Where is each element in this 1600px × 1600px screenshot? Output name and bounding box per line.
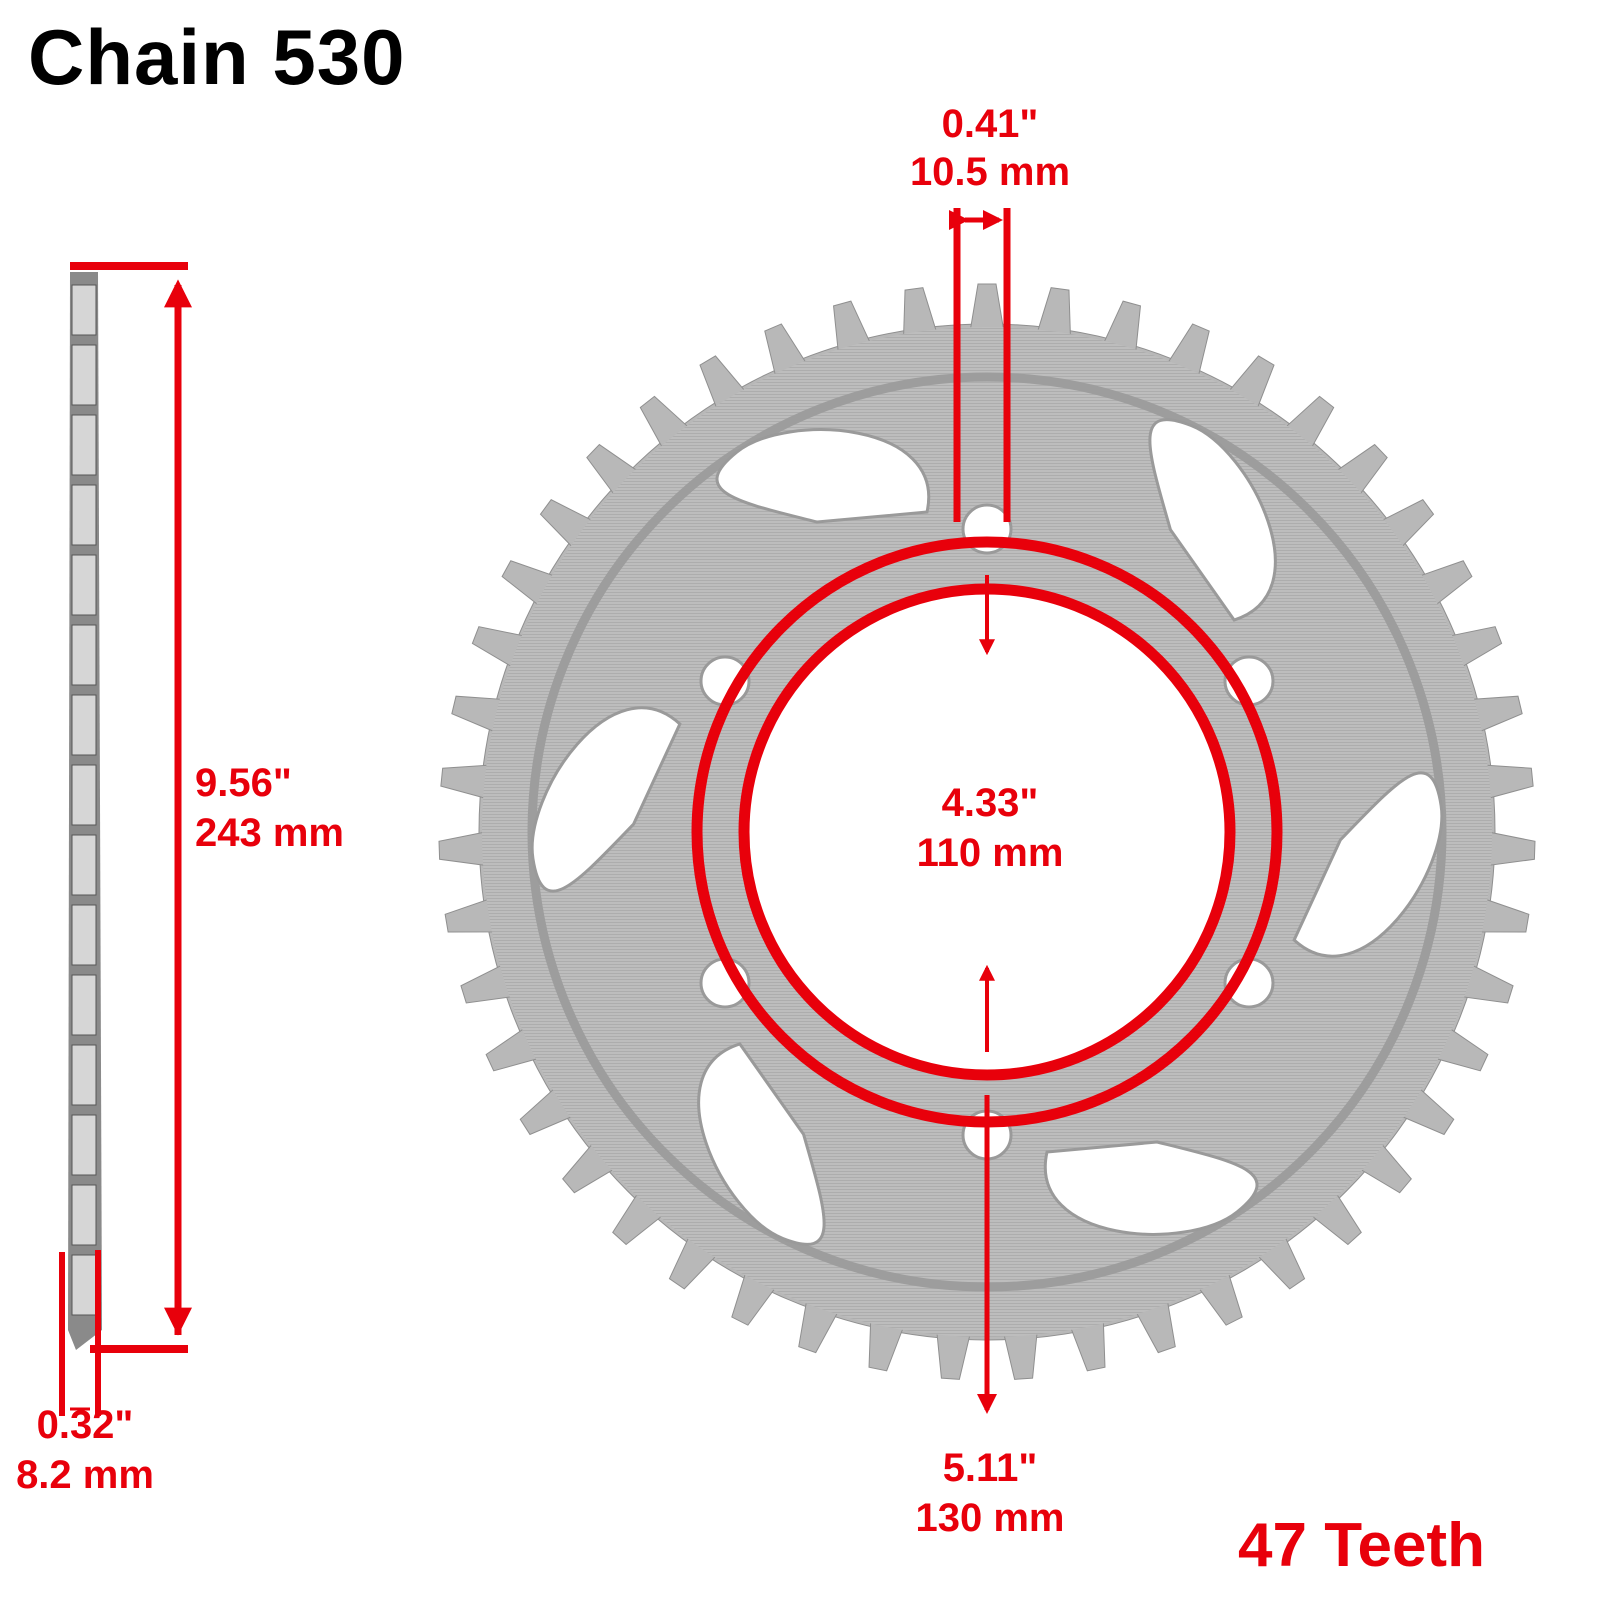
outer-diameter-inches: 9.56"	[195, 761, 292, 805]
inner-diameter-inches: 4.33"	[941, 781, 1039, 825]
tooth-width-inches: 0.41"	[941, 102, 1039, 146]
thickness-inches: 0.32"	[36, 1403, 134, 1447]
dimension-annotations	[59, 208, 1283, 1416]
thickness-mm: 8.2 mm	[16, 1453, 154, 1497]
teeth-count-label: 47 Teeth	[1238, 1511, 1485, 1580]
bolt-circle-inches: 5.11"	[942, 1446, 1038, 1490]
inner-diameter-label: 4.33" 110 mm	[885, 783, 1095, 873]
inner-diameter-mm: 110 mm	[916, 831, 1064, 875]
sprocket-front-view	[438, 283, 1536, 1380]
thickness-label: 0.32" 8.2 mm	[0, 1405, 170, 1495]
tooth-width-label: 0.41" 10.5 mm	[890, 104, 1090, 192]
tooth-width-mm: 10.5 mm	[909, 150, 1071, 194]
lightening-cutouts	[530, 418, 1444, 1246]
outer-diameter-label: 9.56" 243 mm	[195, 763, 395, 853]
sprocket-side-view	[68, 272, 102, 1350]
bolt-circle-mm: 130 mm	[915, 1496, 1065, 1540]
page-title: Chain 530	[28, 13, 406, 101]
outer-diameter-mm: 243 mm	[195, 811, 344, 855]
bolt-circle-label: 5.11" 130 mm	[885, 1448, 1095, 1538]
